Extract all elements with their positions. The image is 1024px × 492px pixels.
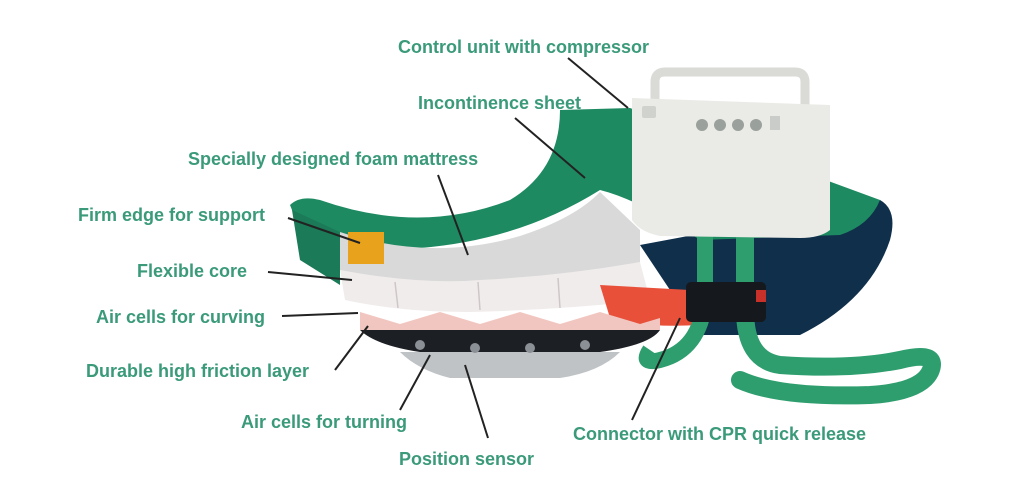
firm-edge-shape bbox=[348, 232, 384, 264]
flexible-core-shape bbox=[340, 262, 650, 312]
label-foam-mattress: Specially designed foam mattress bbox=[188, 149, 478, 169]
label-position-sensor: Position sensor bbox=[399, 449, 534, 469]
label-friction-layer: Durable high friction layer bbox=[86, 361, 309, 381]
connector-shape bbox=[686, 282, 766, 322]
label-air-cells-curving: Air cells for curving bbox=[96, 307, 265, 327]
leader-lines bbox=[267, 57, 681, 439]
foam-layer-shape bbox=[340, 192, 640, 283]
label-flexible-core: Flexible core bbox=[137, 261, 247, 281]
label-incontinence-sheet: Incontinence sheet bbox=[418, 93, 581, 113]
position-sensor-shape bbox=[400, 352, 620, 378]
air-cells-zigzag bbox=[360, 312, 660, 330]
mattress-side-green bbox=[292, 210, 340, 285]
control-unit-icon bbox=[632, 67, 830, 238]
air-cells-turning-shape bbox=[360, 330, 660, 352]
air-cells-curving-shape bbox=[600, 285, 700, 326]
label-firm-edge: Firm edge for support bbox=[78, 205, 265, 225]
label-control-unit: Control unit with compressor bbox=[398, 37, 649, 57]
hose-icon bbox=[638, 226, 941, 405]
label-connector: Connector with CPR quick release bbox=[573, 424, 866, 444]
label-air-cells-turning: Air cells for turning bbox=[241, 412, 407, 432]
